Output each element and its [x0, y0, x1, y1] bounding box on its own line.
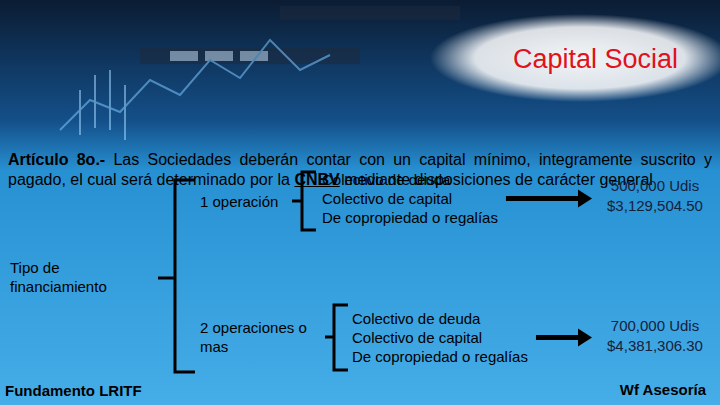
arrow-connector [536, 329, 592, 347]
node-text: 700,000 Udis [598, 316, 712, 336]
node-text: Colectivo de capital [352, 328, 528, 347]
brand-label: Wf Asesoría [620, 381, 706, 398]
node-text: De copropiedad o regalías [322, 208, 498, 227]
article-text: Artículo 8o.- [8, 151, 105, 168]
node-text: Colectivo de capital [322, 189, 498, 208]
category-label: Tipo de financiamiento [10, 258, 128, 296]
amount-box: 500,000 Udis$3,129,504.50 [598, 176, 712, 216]
node-text: Colectivo de deuda [322, 170, 498, 189]
title-glow [430, 14, 720, 102]
node-text: Tipo de financiamiento [10, 258, 128, 296]
sub-bracket [334, 305, 348, 370]
slide-title: Capital Social [513, 44, 678, 75]
node-text: 500,000 Udis [598, 176, 712, 196]
amount-box: 700,000 Udis$4,381,306.30 [598, 316, 712, 356]
node-text: $4,381,306.30 [598, 336, 712, 356]
bracket-tick [325, 336, 334, 339]
type-list: Colectivo de deudaColectivo de capitalDe… [352, 309, 528, 366]
node-text: $3,129,504.50 [598, 196, 712, 216]
branch-label: 1 operación [200, 192, 278, 211]
stock-chart [60, 6, 460, 140]
node-text: 2 operaciones o mas [200, 318, 322, 356]
node-text: 1 operación [200, 192, 278, 211]
node-text: Colectivo de deuda [352, 309, 528, 328]
node-text: De copropiedad o regalías [352, 347, 528, 366]
bracket-tick [158, 277, 175, 280]
arrow-connector [506, 190, 592, 208]
brackets [158, 172, 348, 372]
footer-note: Fundamento LRITF [5, 382, 142, 399]
branch-label: 2 operaciones o mas [200, 318, 322, 356]
type-list: Colectivo de deudaColectivo de capitalDe… [322, 170, 498, 227]
main-bracket [175, 180, 195, 372]
bracket-tick [292, 200, 302, 203]
